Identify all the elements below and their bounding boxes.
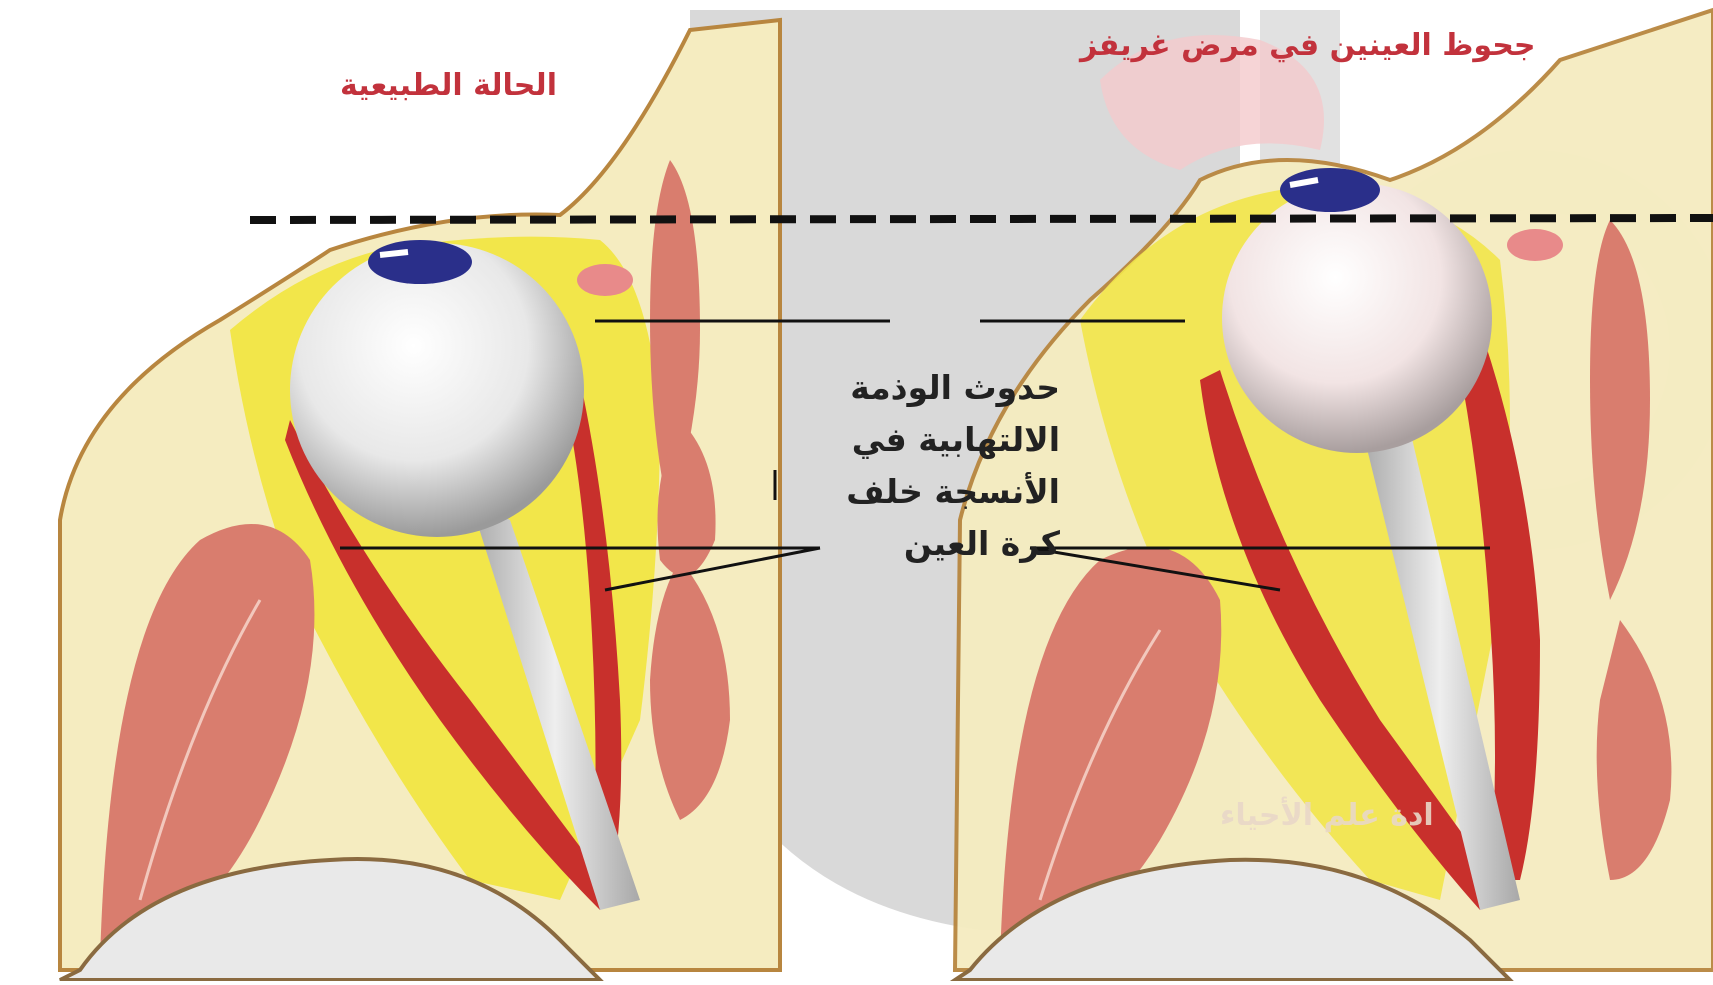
caption-line: الأنسجة خلف [790, 466, 1060, 518]
watermark-text: ادة علم الأحياء [1220, 798, 1434, 833]
caption-line: كرة العين [790, 518, 1060, 570]
graves-exophthalmos-title: جحوظ العينين في مرض غريفز [1080, 28, 1535, 63]
normal-orbit [60, 20, 780, 980]
caption-line: الالتهابية في [790, 414, 1060, 466]
edema-caption: حدوث الوذمة الالتهابية في الأنسجة خلف كر… [790, 362, 1060, 570]
normal-condition-title: الحالة الطبيعية [340, 68, 557, 103]
caption-line: حدوث الوذمة [790, 362, 1060, 414]
dashed-reference-line [250, 218, 1713, 220]
